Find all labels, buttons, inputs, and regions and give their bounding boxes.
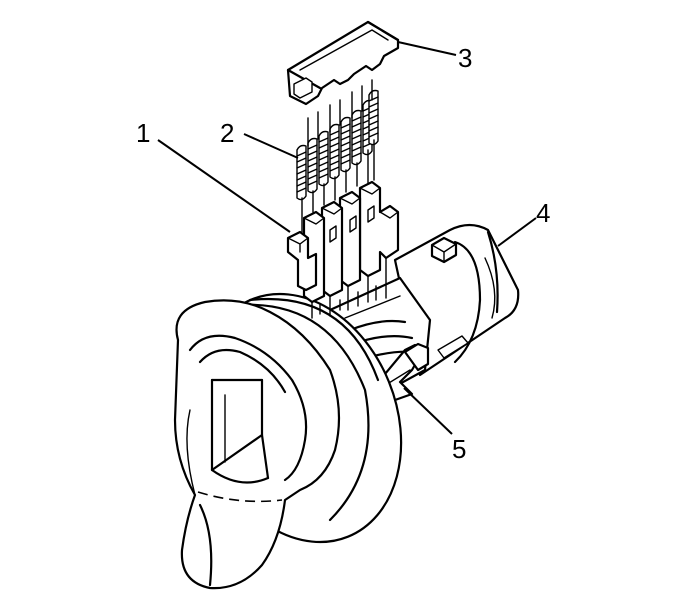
callout-2: 2 [220,118,234,148]
leader-lines [157,41,537,435]
callout-4: 4 [536,198,550,228]
assembly-guide-lines [311,257,387,319]
key-grip [173,299,341,590]
retainer-cover [286,20,400,106]
callout-1: 1 [136,118,150,148]
callout-3: 3 [458,43,472,73]
springs [296,79,379,233]
tumbler-set [286,180,400,304]
callout-5: 5 [452,434,466,464]
